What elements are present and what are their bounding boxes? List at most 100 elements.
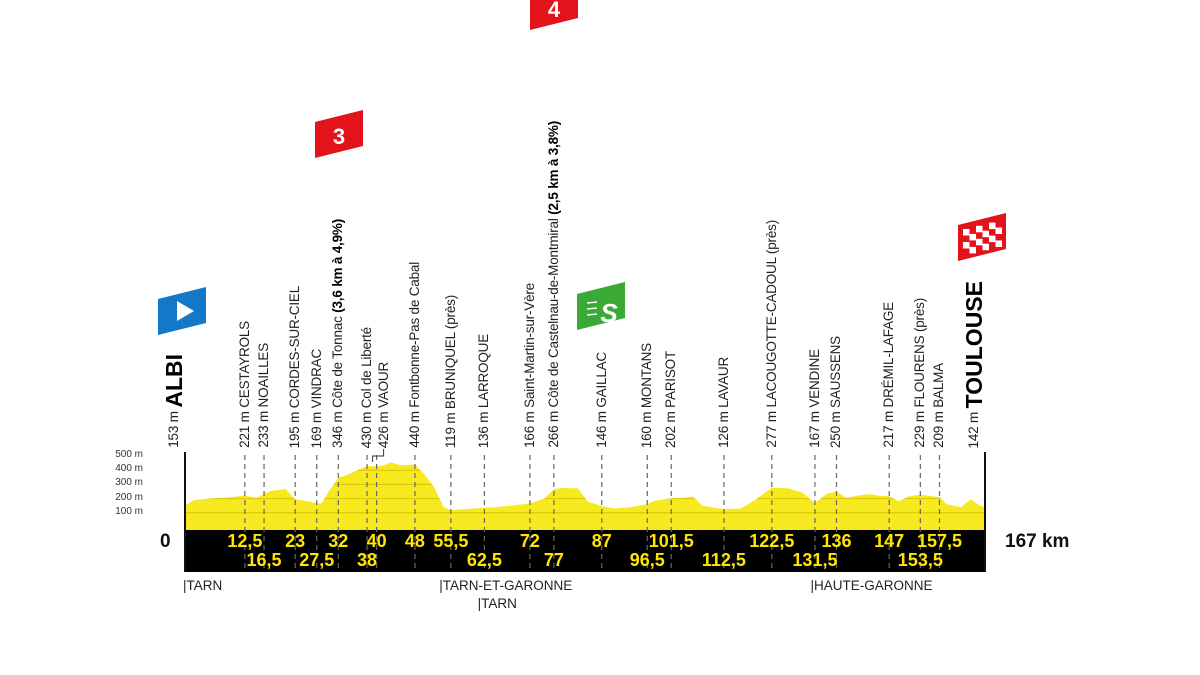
- waypoint-name: VENDINE: [806, 349, 822, 408]
- waypoint-label: 233 m NOAILLES: [256, 343, 272, 448]
- km-label: 153,5: [897, 550, 943, 570]
- km-label: 40: [366, 531, 387, 551]
- km-label: 62,5: [466, 550, 502, 570]
- checker-square: [976, 238, 983, 246]
- km-label: 147: [874, 531, 905, 551]
- finish-flag-icon: [958, 213, 1006, 261]
- finish-km-label: 167 km: [1005, 531, 1070, 552]
- region-label: |TARN: [477, 596, 517, 611]
- waypoint-altitude: 209 m: [931, 407, 947, 448]
- km-label: 55,5: [433, 531, 469, 551]
- y-tick-label: 300 m: [115, 477, 143, 489]
- sprint-speed-line: [586, 301, 598, 304]
- waypoint-name: SAUSSENS: [828, 335, 844, 408]
- checker-square: [963, 242, 970, 249]
- waypoint-altitude: 266 m: [545, 407, 561, 448]
- waypoint-label: 142 m TOULOUSE: [961, 281, 987, 448]
- sprint-speed-line: [586, 313, 598, 316]
- sprint-s-glyph: S: [600, 298, 618, 328]
- waypoint-altitude: 195 m: [287, 407, 303, 448]
- km-label: 72: [519, 531, 540, 551]
- waypoint-altitude: 217 m: [881, 407, 897, 448]
- km-label: 122,5: [749, 531, 795, 551]
- checker-square: [963, 229, 970, 236]
- waypoint-altitude: 119 m: [442, 408, 458, 448]
- waypoint-altitude: 277 m: [763, 407, 779, 448]
- waypoint-name: Fontbonne-Pas de Cabal: [406, 262, 422, 408]
- waypoint-name: LACOUGOTTE-CADOUL (près): [763, 220, 779, 408]
- checker-square: [976, 225, 983, 233]
- waypoint-label: 126 m LAVAUR: [715, 357, 731, 448]
- waypoint-altitude: 440 m: [406, 407, 422, 448]
- waypoint-label: 266 m Côte de Castelnau-de-Montmiral (2,…: [545, 121, 561, 448]
- waypoint-name: ALBI: [161, 354, 187, 408]
- region-label: |TARN: [183, 578, 223, 593]
- waypoint-pointer: [372, 449, 385, 462]
- checker-square: [969, 246, 976, 254]
- waypoint-altitude: 430 m: [359, 407, 375, 448]
- waypoint-label: 169 m VINDRAC: [308, 348, 324, 448]
- checker-square: [982, 243, 989, 251]
- play-icon: [177, 301, 194, 321]
- waypoint-altitude: 166 m: [521, 407, 537, 448]
- climb-detail: (2,5 km à 3,8%): [545, 121, 561, 219]
- waypoint-name: Côte de Tonnac: [330, 316, 346, 408]
- region-label: |HAUTE-GARONNE: [810, 578, 933, 593]
- elevation-profile-area: [185, 462, 985, 530]
- waypoint-name: NOAILLES: [256, 343, 272, 408]
- waypoint-name: FLOURENS (près): [912, 298, 928, 408]
- km-label: 101,5: [648, 531, 694, 551]
- waypoint-label: 209 m BALMA: [931, 363, 947, 448]
- waypoint-name: DRÉMIL-LAFAGE: [881, 302, 897, 408]
- waypoint-altitude: 160 m: [639, 407, 655, 448]
- waypoint-altitude: 221 m: [236, 407, 252, 448]
- waypoint-name: LARROQUE: [476, 333, 492, 408]
- waypoint-label: 119 m BRUNIQUEL (près): [442, 295, 458, 448]
- climb-category-4-label: 4: [548, 0, 561, 22]
- waypoint-name: VINDRAC: [308, 348, 324, 408]
- waypoint-label: 217 m DRÉMIL-LAFAGE: [881, 302, 897, 448]
- waypoint-name: VAOUR: [375, 361, 391, 408]
- y-tick-label: 100 m: [115, 505, 143, 517]
- waypoint-label: 146 m GAILLAC: [593, 352, 609, 448]
- waypoint-altitude: 346 m: [330, 407, 346, 448]
- checker-square: [989, 222, 996, 230]
- waypoint-label: 166 m Saint-Martin-sur-Vère: [521, 283, 537, 448]
- waypoint-name: BALMA: [931, 363, 947, 408]
- waypoint-label: 440 m Fontbonne-Pas de Cabal: [406, 262, 422, 448]
- km-label: 96,5: [629, 550, 665, 570]
- checker-square: [969, 233, 976, 241]
- waypoint-name: Saint-Martin-sur-Vère: [521, 283, 537, 408]
- waypoint-altitude: 169 m: [308, 407, 324, 448]
- checker-square: [995, 240, 1002, 247]
- waypoint-altitude: 202 m: [663, 407, 679, 448]
- sprint-speed-line: [586, 307, 598, 310]
- waypoint-name: CESTAYROLS: [236, 321, 252, 408]
- waypoint-label: 430 m Col de Liberté: [359, 327, 375, 448]
- y-tick-label: 400 m: [115, 463, 143, 475]
- km-label: 131,5: [792, 550, 838, 570]
- waypoint-label: 277 m LACOUGOTTE-CADOUL (près): [763, 220, 779, 448]
- climb-detail: (3,6 km à 4,9%): [330, 219, 346, 317]
- waypoint-label: 195 m CORDES-SUR-CIEL: [287, 285, 303, 448]
- climb-category-4-icon: [530, 0, 578, 30]
- waypoint-altitude: 136 m: [476, 407, 492, 448]
- checker-square: [989, 235, 996, 243]
- waypoint-altitude: 229 m: [912, 407, 928, 448]
- km-label: 32: [328, 531, 349, 551]
- waypoint-label: 250 m SAUSSENS: [828, 335, 844, 448]
- waypoint-label: 167 m VENDINE: [806, 349, 822, 448]
- waypoint-name: PARISOT: [663, 351, 679, 408]
- waypoint-altitude: 142 m: [966, 407, 981, 448]
- km-label: 77: [543, 550, 564, 570]
- y-tick-label: 500 m: [115, 449, 143, 460]
- waypoint-altitude: 167 m: [806, 407, 822, 448]
- checker-square: [982, 230, 989, 238]
- km-label: 38: [357, 550, 378, 570]
- waypoint-altitude: 126 m: [715, 407, 731, 448]
- waypoint-name: GAILLAC: [593, 352, 609, 408]
- waypoint-name: CORDES-SUR-CIEL: [287, 285, 303, 408]
- waypoint-label: 221 m CESTAYROLS: [236, 321, 252, 448]
- start-km-label: 0: [160, 531, 171, 552]
